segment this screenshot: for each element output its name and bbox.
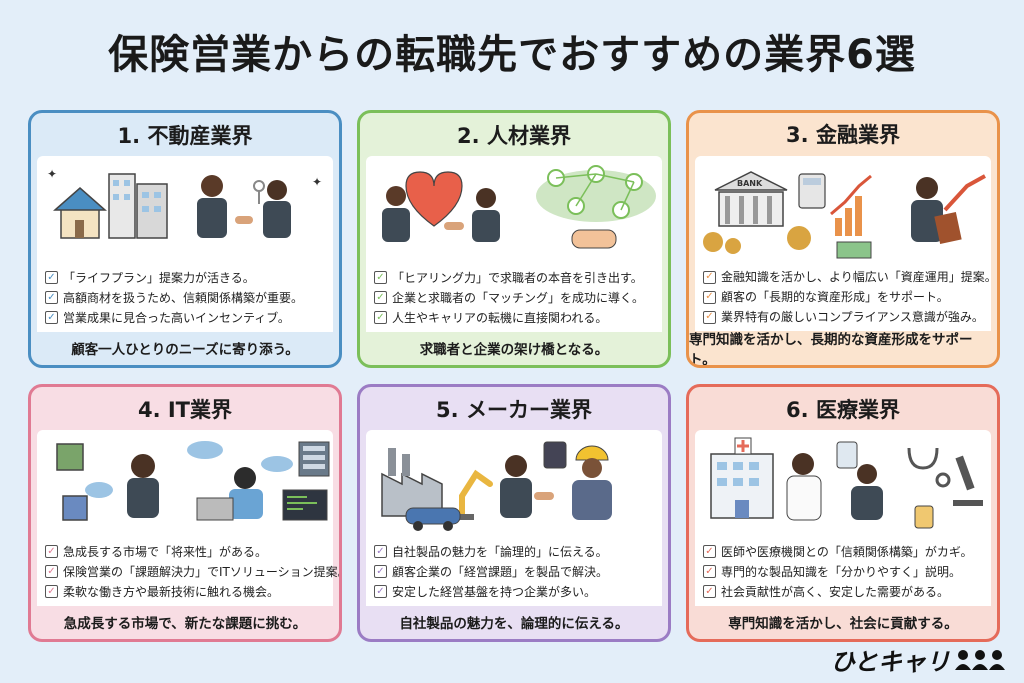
chip-cloud-laptop-icon xyxy=(37,430,333,540)
check-icon: ✓ xyxy=(703,310,716,324)
svg-text:BANK: BANK xyxy=(737,179,763,188)
card-heading: 1. 不動産業界 xyxy=(117,123,253,148)
card-summary: 自社製品の魅力を、論理的に伝える。 xyxy=(399,616,629,633)
check-icon: ✓ xyxy=(374,271,387,285)
list-item: ✓自社製品の魅力を「論理的」に伝える。 xyxy=(374,542,654,562)
check-icon: ✓ xyxy=(45,545,58,559)
check-icon: ✓ xyxy=(374,291,387,305)
check-icon: ✓ xyxy=(703,565,716,579)
card-summary: 急成長する市場で、新たな課題に挑む。 xyxy=(63,616,307,633)
check-icon: ✓ xyxy=(45,585,58,599)
industry-card-manufacturer: 5. メーカー業界 ✓自社製品の魅力を「論理的」に伝える。 ✓顧客企業の「経営課… xyxy=(357,384,671,642)
point-list: ✓医師や医療機関との「信頼関係構築」がカギ。 ✓専門的な製品知識を「分かりやすく… xyxy=(695,539,991,606)
card-heading: 2. 人材業界 xyxy=(457,123,571,148)
industry-grid: 1. 不動産業界 ✦✦ ✓「ライフプラン」提案力が活きる。 ✓高額商材を扱うため… xyxy=(28,110,1000,642)
list-item: ✓医師や医療機関との「信頼関係構築」がカギ。 xyxy=(703,542,983,562)
card-summary: 専門知識を活かし、社会に貢献する。 xyxy=(728,616,958,633)
bank-money-chart-icon: BANK xyxy=(695,155,991,265)
list-item: ✓顧客の「長期的な資産形成」をサポート。 xyxy=(703,287,983,307)
list-item: ✓保険営業の「課題解決力」でITソリューション提案。 xyxy=(45,562,339,582)
check-icon: ✓ xyxy=(703,585,716,599)
people-icon xyxy=(955,649,1005,670)
point-list: ✓自社製品の魅力を「論理的」に伝える。 ✓顧客企業の「経営課題」を製品で解決。 … xyxy=(366,539,662,606)
check-icon: ✓ xyxy=(45,271,58,285)
list-item: ✓安定した経営基盤を持つ企業が多い。 xyxy=(374,582,654,602)
house-building-handshake-icon: ✦✦ xyxy=(37,156,333,266)
card-heading: 6. 医療業界 xyxy=(786,397,900,422)
list-item: ✓高額商材を扱うため、信頼関係構築が重要。 xyxy=(45,288,325,308)
page-title: 保険営業からの転職先でおすすめの業界6選 xyxy=(108,32,916,78)
point-list: ✓「ヒアリング力」で求職者の本音を引き出す。 ✓企業と求職者の「マッチング」を成… xyxy=(366,265,662,332)
check-icon: ✓ xyxy=(703,290,716,304)
point-list: ✓金融知識を活かし、より幅広い「資産運用」提案。 ✓顧客の「長期的な資産形成」を… xyxy=(695,265,997,331)
list-item: ✓「ヒアリング力」で求職者の本音を引き出す。 xyxy=(374,268,654,288)
check-icon: ✓ xyxy=(703,545,716,559)
industry-card-real-estate: 1. 不動産業界 ✦✦ ✓「ライフプラン」提案力が活きる。 ✓高額商材を扱うため… xyxy=(28,110,342,368)
industry-card-medical: 6. 医療業界 ✓医師や医療機関との「信頼関係構築」がカギ。 ✓専門的な製品知識… xyxy=(686,384,1000,642)
check-icon: ✓ xyxy=(374,545,387,559)
check-icon: ✓ xyxy=(374,585,387,599)
list-item: ✓顧客企業の「経営課題」を製品で解決。 xyxy=(374,562,654,582)
list-item: ✓人生やキャリアの転機に直接関われる。 xyxy=(374,308,654,328)
point-list: ✓急成長する市場で「将来性」がある。 ✓保険営業の「課題解決力」でITソリューシ… xyxy=(37,539,339,606)
check-icon: ✓ xyxy=(374,565,387,579)
list-item: ✓営業成果に見合った高いインセンティブ。 xyxy=(45,308,325,328)
check-icon: ✓ xyxy=(45,311,58,325)
check-icon: ✓ xyxy=(703,270,716,284)
check-icon: ✓ xyxy=(45,565,58,579)
industry-card-finance: 3. 金融業界 BANK ✓金融知識を活かし、より幅広い「資産運用」提案。 ✓顧… xyxy=(686,110,1000,368)
check-icon: ✓ xyxy=(374,311,387,325)
list-item: ✓柔軟な働き方や最新技術に触れる機会。 xyxy=(45,582,325,602)
card-heading: 3. 金融業界 xyxy=(786,123,900,148)
logo-text: ひとキャリ xyxy=(830,648,950,676)
factory-robot-car-icon xyxy=(366,430,662,540)
industry-card-it: 4. IT業界 ✓急成長する市場で「将来性」がある。 ✓保険営業の「課題解決力」… xyxy=(28,384,342,642)
hospital-doctor-stethoscope-icon xyxy=(695,430,991,540)
check-icon: ✓ xyxy=(45,291,58,305)
card-summary: 顧客一人ひとりのニーズに寄り添う。 xyxy=(71,342,299,359)
list-item: ✓企業と求職者の「マッチング」を成功に導く。 xyxy=(374,288,654,308)
list-item: ✓急成長する市場で「将来性」がある。 xyxy=(45,542,325,562)
puzzle-heart-network-icon xyxy=(366,156,662,266)
card-heading: 4. IT業界 xyxy=(137,397,233,422)
list-item: ✓専門的な製品知識を「分かりやすく」説明。 xyxy=(703,562,983,582)
svg-text:✦: ✦ xyxy=(312,175,322,189)
brand-logo: ひとキャリ xyxy=(831,642,1006,677)
list-item: ✓「ライフプラン」提案力が活きる。 xyxy=(45,268,325,288)
card-summary: 専門知識を活かし、長期的な資産形成をサポート。 xyxy=(689,332,973,368)
list-item: ✓金融知識を活かし、より幅広い「資産運用」提案。 xyxy=(703,267,997,287)
card-heading: 5. メーカー業界 xyxy=(436,397,592,422)
point-list: ✓「ライフプラン」提案力が活きる。 ✓高額商材を扱うため、信頼関係構築が重要。 … xyxy=(37,265,333,332)
list-item: ✓社会貢献性が高く、安定した需要がある。 xyxy=(703,582,983,602)
svg-text:✦: ✦ xyxy=(47,167,57,181)
industry-card-staffing: 2. 人材業界 ✓「ヒアリング力」で求職者の本音を引き出す。 ✓企業と求職者の「… xyxy=(357,110,671,368)
card-summary: 求職者と企業の架け橋となる。 xyxy=(419,342,609,359)
list-item: ✓業界特有の厳しいコンプライアンス意識が強み。 xyxy=(703,307,984,327)
